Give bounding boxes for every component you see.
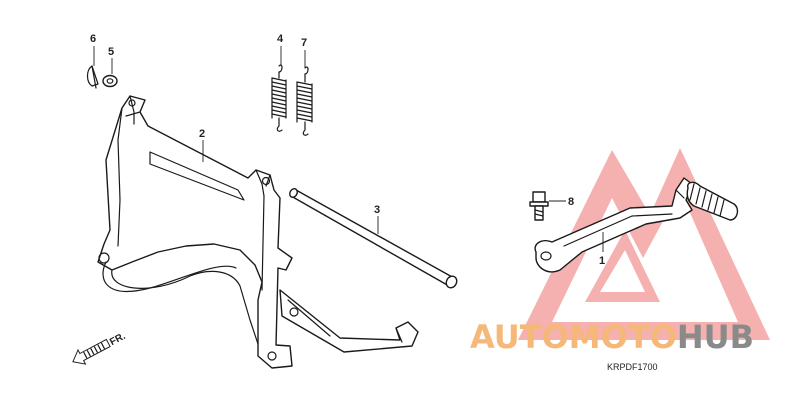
callout-4: 4: [277, 33, 284, 45]
callout-labels: 6 5 4 7 2 3 8 1: [90, 33, 605, 267]
diagram-code: KRPDF1700: [607, 362, 658, 372]
watermark-text: AUTOMOTOHUB: [470, 318, 754, 356]
pedal-arm: [534, 177, 739, 273]
callout-7: 7: [301, 37, 307, 49]
watermark-logo: [518, 148, 770, 340]
callout-6: 6: [90, 33, 96, 45]
spring-7: [296, 66, 313, 136]
front-direction-indicator: FR.: [72, 331, 128, 365]
callout-1: 1: [599, 255, 605, 267]
callout-3: 3: [374, 204, 380, 216]
bolt: [529, 191, 549, 221]
watermark-part-gray: HUB: [677, 318, 754, 356]
callout-8: 8: [568, 196, 574, 208]
callout-5: 5: [108, 46, 114, 58]
main-stand-bracket: [97, 95, 419, 369]
callout-2: 2: [199, 128, 205, 140]
front-label: FR.: [108, 331, 128, 348]
washer: [102, 74, 118, 88]
leader-lines: [93, 46, 604, 252]
watermark-part-orange: AUTOMOTO: [470, 318, 677, 356]
cotter-pin: [86, 65, 99, 89]
pivot-shaft: [289, 188, 458, 289]
spring-4: [271, 64, 287, 132]
